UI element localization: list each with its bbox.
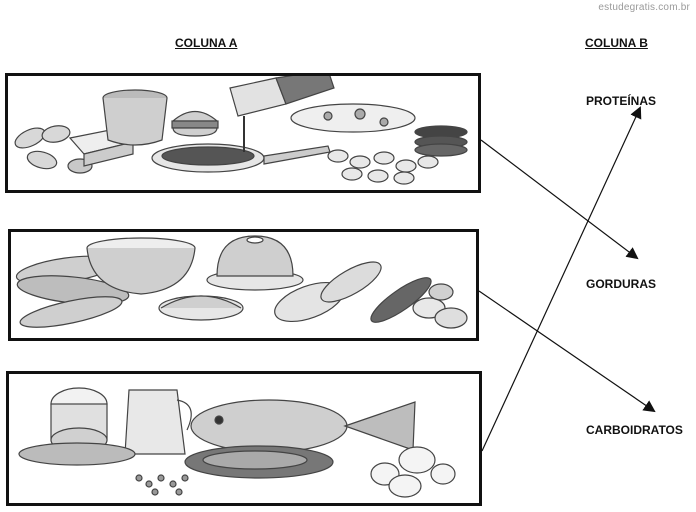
arrow-carbs-to-carboidratos bbox=[478, 290, 656, 413]
arrow-proteins-to-proteinas bbox=[481, 106, 642, 452]
food-panel-proteins[interactable] bbox=[6, 371, 482, 506]
watermark-text: estudegratis.com.br bbox=[598, 2, 690, 13]
pie-icon bbox=[158, 295, 244, 321]
category-gorduras[interactable]: GORDURAS bbox=[586, 277, 657, 291]
pizza-icon bbox=[290, 103, 416, 133]
column-b-heading: COLUNA B bbox=[585, 36, 648, 50]
frying-pan-icon bbox=[151, 143, 331, 173]
steak-icon bbox=[184, 445, 334, 479]
eggs-icon bbox=[370, 446, 456, 498]
category-proteinas[interactable]: PROTEÍNAS bbox=[586, 94, 657, 108]
column-a-heading: COLUNA A bbox=[175, 36, 238, 50]
category-carboidratos[interactable]: CARBOIDRATOS bbox=[586, 423, 683, 437]
nuts-icon bbox=[327, 149, 439, 185]
chocolate-bar-icon bbox=[414, 125, 468, 157]
milk-jug-icon bbox=[124, 389, 192, 455]
rice-bowl-icon bbox=[86, 237, 196, 295]
food-panel-fats[interactable] bbox=[5, 73, 481, 193]
oil-carton-icon bbox=[229, 76, 335, 152]
fish-icon bbox=[190, 399, 416, 453]
cake-icon bbox=[206, 235, 304, 291]
food-panel-carbohydrates[interactable] bbox=[8, 229, 479, 341]
potatoes-icon bbox=[412, 283, 468, 329]
beans-icon bbox=[135, 474, 189, 496]
corn-icon bbox=[15, 255, 130, 328]
arrow-fats-to-gorduras bbox=[480, 139, 639, 260]
cassava-icon bbox=[320, 261, 432, 323]
sausage-icon bbox=[18, 442, 136, 466]
cream-tub-icon bbox=[102, 89, 168, 146]
burger-icon bbox=[171, 110, 219, 137]
